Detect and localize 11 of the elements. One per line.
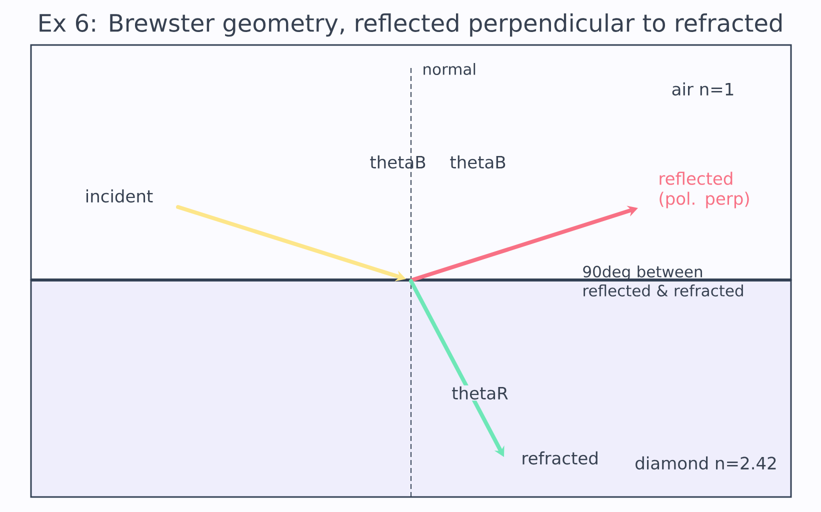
label: air n=1 [672, 82, 734, 96]
label: thetaB [370, 155, 426, 169]
label: reflected (pol. perp) [660, 172, 749, 208]
label: diamond n=2.42 [636, 456, 776, 470]
label: thetaR [450, 385, 510, 401]
label: refracted [522, 451, 598, 465]
label: normal [424, 63, 476, 75]
label: 90deg between reflected & refracted [583, 266, 743, 296]
title: Ex 6: Brewster geometry, reflected perpendicular to refracted [40, 13, 782, 37]
label: thetaB [450, 155, 506, 169]
label: incident [86, 189, 153, 203]
